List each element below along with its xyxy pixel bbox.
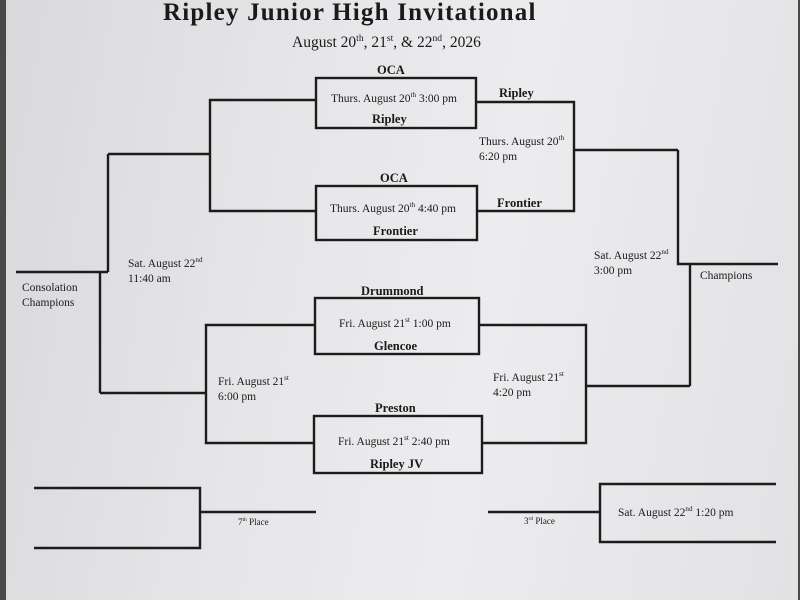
schedule-sup: nd (661, 248, 669, 257)
consolation-bottom-semi-schedule: Fri. August 21st 6:00 pm (218, 375, 289, 405)
schedule-day: Fri. August 21 (339, 318, 406, 330)
game4-top-team: Preston (375, 401, 416, 415)
schedule-day: Sat. August 22 (128, 258, 196, 270)
tournament-dates: August 20th, 21st, & 22nd, 2026 (292, 34, 481, 52)
dates-sup: nd (432, 32, 443, 44)
third-place-label: 3rd Place (524, 516, 555, 526)
label-num: 3 (524, 516, 529, 526)
game1-bottom-team: Ripley (372, 112, 407, 126)
schedule-time: 4:40 pm (415, 203, 456, 215)
advancer-top-left: Ripley (499, 86, 534, 100)
game-box-4 (312, 414, 484, 475)
dates-part: , 21 (363, 34, 387, 51)
game1-top-team: OCA (377, 63, 405, 77)
label-sup: rd (528, 516, 534, 522)
schedule-sup: th (410, 91, 417, 100)
schedule-time: 6:00 pm (218, 391, 257, 403)
dates-sup: th (356, 32, 364, 44)
schedule-day: Thurs. August 20 (330, 203, 410, 215)
winners-bottom-semi-schedule: Fri. August 21st 4:20 pm (493, 371, 564, 401)
bracket-sheet (6, 0, 798, 600)
consolation-final-connector (98, 154, 110, 393)
schedule-sup: st (284, 374, 289, 383)
champions-label: Champions (700, 270, 753, 282)
advancer-top-right: Frontier (497, 196, 542, 210)
schedule-time: 11:40 am (128, 273, 171, 285)
winners-top-semi-schedule: Thurs. August 20th 6:20 pm (479, 135, 564, 165)
schedule-time: 3:00 pm (416, 93, 457, 105)
label-text: Place (246, 517, 269, 527)
label-line: Consolation (22, 282, 78, 294)
third-place-schedule: Sat. August 22nd 1:20 pm (618, 505, 734, 519)
schedule-day: Thurs. August 20 (479, 136, 559, 148)
winners-bottom-connector (479, 323, 588, 445)
schedule-day: Sat. August 22 (594, 250, 662, 262)
dates-part: August 20 (292, 34, 357, 51)
championship-schedule: Sat. August 22nd 3:00 pm (594, 249, 669, 279)
game1-schedule: Thurs. August 20th 3:00 pm (331, 91, 457, 105)
dates-sup: st (386, 32, 394, 44)
winners-top-connector (476, 100, 576, 213)
label-sup: th (242, 517, 247, 523)
game4-schedule: Fri. August 21st 2:40 pm (338, 434, 450, 448)
schedule-sup: th (409, 201, 416, 210)
seventh-place-label: 7th Place (238, 517, 269, 527)
schedule-day: Sat. August 22 (618, 507, 686, 519)
dates-part: , & 22 (393, 34, 433, 51)
game-box-2 (314, 184, 479, 242)
schedule-sup: nd (685, 505, 693, 514)
game3-top-team: Drummond (361, 284, 424, 298)
page-title: Ripley Junior High Invitational (163, 0, 537, 26)
schedule-time: 2:40 pm (408, 436, 450, 448)
label-text: Place (533, 516, 555, 526)
game4-bottom-team: Ripley JV (370, 457, 424, 471)
game2-bottom-team: Frontier (373, 224, 418, 238)
game2-top-team: OCA (380, 171, 408, 185)
schedule-sup: th (558, 134, 565, 143)
championship-connector (676, 150, 692, 386)
label-num: 7 (238, 517, 243, 527)
schedule-time: 6:20 pm (479, 151, 518, 163)
schedule-sup: st (559, 370, 564, 379)
game3-bottom-team: Glencoe (374, 339, 418, 353)
schedule-day: Fri. August 21 (493, 372, 560, 384)
label-line: Champions (22, 297, 75, 309)
game3-schedule: Fri. August 21st 1:00 pm (339, 316, 451, 330)
schedule-day: Fri. August 21 (218, 376, 285, 388)
schedule-time: 3:00 pm (594, 265, 633, 277)
dates-part: , 2026 (442, 34, 481, 51)
schedule-day: Fri. August 21 (338, 436, 405, 448)
schedule-time: 1:00 pm (409, 318, 451, 330)
consolation-bottom-connector (204, 323, 315, 445)
seventh-place-bracket (34, 486, 202, 550)
consolation-top-connector (208, 98, 316, 213)
schedule-sup: nd (195, 256, 203, 265)
schedule-day: Thurs. August 20 (331, 93, 411, 105)
schedule-time: 4:20 pm (493, 387, 532, 399)
third-place-bracket (598, 482, 776, 544)
game2-schedule: Thurs. August 20th 4:40 pm (330, 201, 456, 215)
consolation-final-schedule: Sat. August 22nd 11:40 am (128, 257, 203, 287)
schedule-sup: st (404, 434, 409, 443)
schedule-time: 1:20 pm (692, 507, 734, 519)
schedule-sup: st (405, 316, 410, 325)
